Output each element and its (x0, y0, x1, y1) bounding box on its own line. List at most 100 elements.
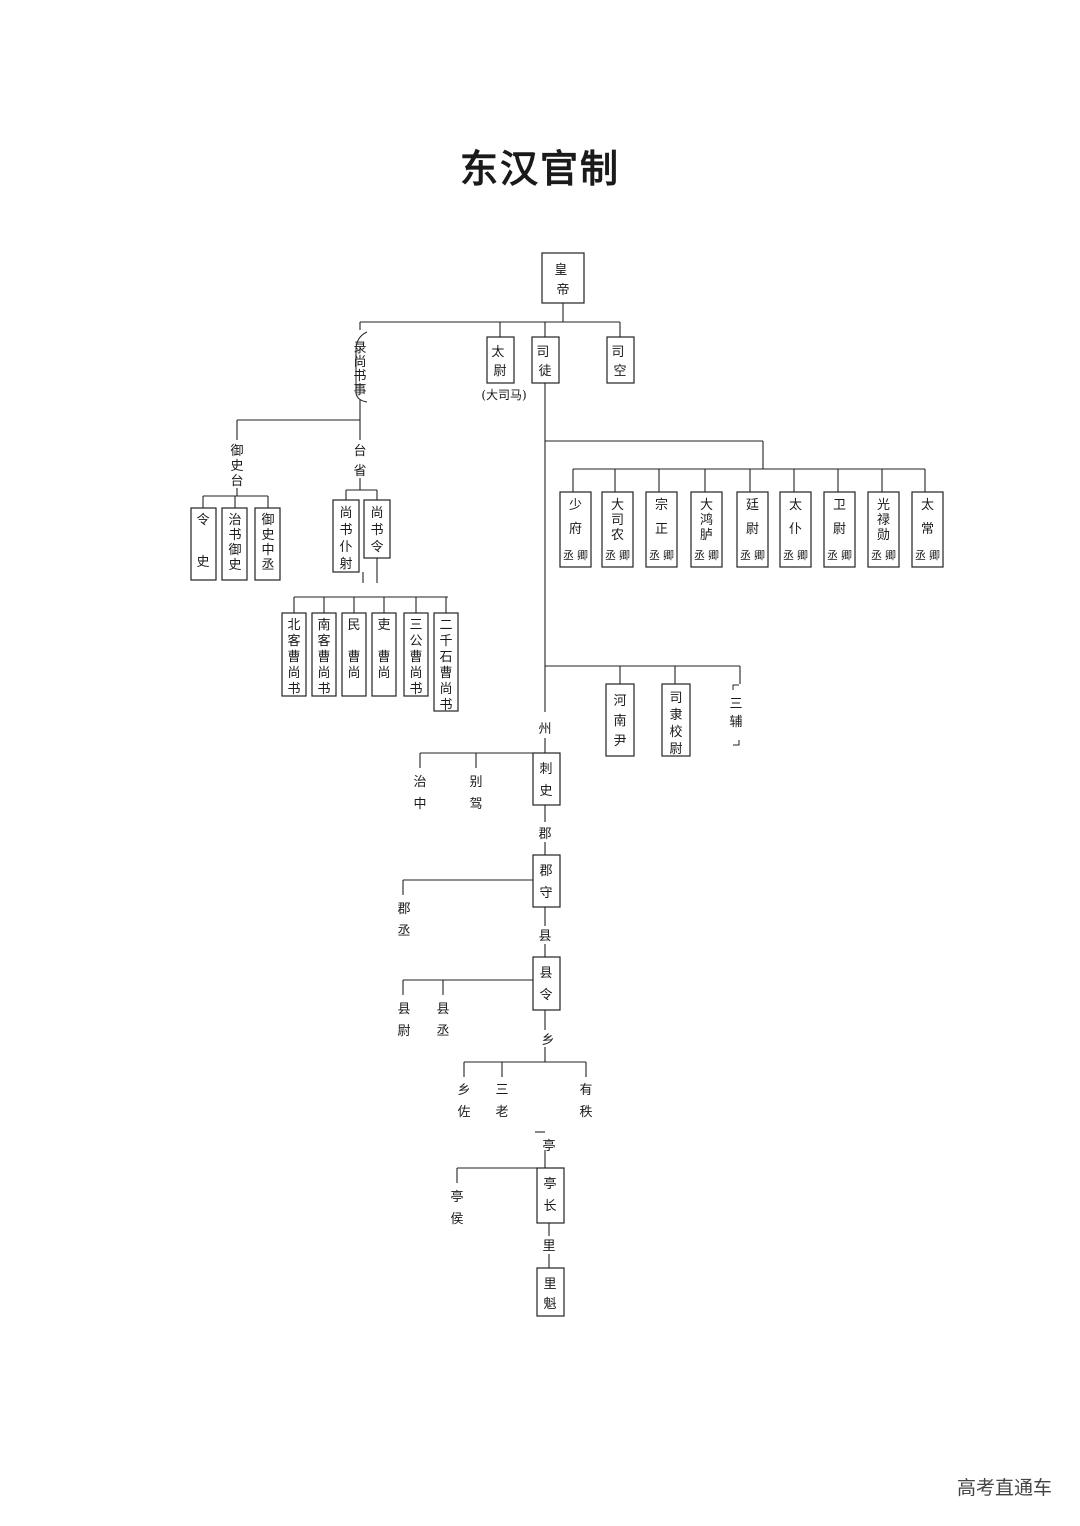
char-erqianshi-1: 二 (439, 618, 452, 633)
jiuqing-item-box (645, 491, 678, 568)
node-li-cao-box (371, 612, 397, 697)
node-sili: 司隶校尉 (661, 683, 691, 757)
node-situ: 司 徒 (531, 336, 560, 384)
char-youzhi-2: 秩 (579, 1105, 592, 1120)
jiuqing-item-label: 大司农丞卿 (605, 498, 630, 562)
node-li-cao: 吏曹尚 (371, 612, 397, 697)
jiuqing-item-8: 光禄勋丞卿 (867, 491, 900, 568)
char-zhishuyushi-4: 史 (228, 558, 241, 573)
jiuqing-char: 正 (655, 522, 668, 537)
jiuqing-item-2: 大司农丞卿 (601, 491, 634, 568)
char-zhizhong-2: 中 (413, 797, 426, 812)
node-sikong-char-1: 司 (611, 345, 624, 360)
jiuqing-char: 丞 (871, 549, 882, 562)
char-lushang-1: 录 (353, 341, 366, 356)
jiuqing-char: 尉 (833, 522, 846, 537)
node-taiwei-box (486, 336, 515, 384)
char-sanfu-1: 三 (729, 697, 742, 712)
watermark: 高考直通车 (956, 1477, 1052, 1499)
jiuqing-item-9: 太常丞卿 (911, 491, 944, 568)
char-sangong-1: 三 (409, 618, 422, 633)
char-sangong-4: 尚 (409, 666, 422, 681)
char-sangong-2: 公 (409, 634, 422, 649)
jiuqing-char: 丞 (605, 549, 616, 562)
node-xian: 县 (538, 929, 551, 944)
jiuqing-item-label: 宗正丞卿 (649, 497, 674, 562)
char-yushitai-3: 台 (230, 474, 243, 489)
node-sangong: 三公曹尚书 (403, 612, 429, 697)
jiuqing-item-label: 少府丞卿 (563, 498, 588, 562)
jiuqing-char: 司 (611, 513, 624, 528)
jiuqing-char: 少 (569, 498, 582, 513)
node-sili-label: 司隶校尉 (669, 691, 682, 757)
char-henanyin-2: 南 (613, 713, 626, 729)
node-zhishuyushi: 治书御史 (221, 507, 248, 581)
jiuqing-group: 少府丞卿大司农丞卿宗正丞卿大鸿胪丞卿廷尉丞卿太仆丞卿卫尉丞卿光禄勋丞卿太常丞卿 (559, 491, 944, 568)
node-taiwei-char-2: 尉 (493, 364, 506, 379)
node-nanke-label: 南客曹尚书 (317, 617, 330, 697)
node-lingshi: 令史 (190, 507, 217, 581)
char-yushizhongcheng-4: 丞 (261, 558, 274, 573)
node-shangshuling-box (363, 499, 391, 559)
jiuqing-char: 丞 (563, 549, 574, 562)
node-zhishuyushi-label: 治书御史 (228, 513, 241, 573)
char-xiancheng-2: 丞 (436, 1024, 449, 1039)
jiuqing-char: 府 (569, 522, 582, 537)
node-li-cao-label: 吏曹尚 (377, 617, 390, 681)
char-yushitai-1: 御 (230, 444, 243, 459)
char-tingzhang-2: 长 (543, 1199, 556, 1214)
node-taiwei-note: (大司马) (481, 388, 526, 402)
char-min-3: 尚 (347, 666, 360, 681)
node-sangong-box (403, 612, 429, 697)
node-tingzhang-box (536, 1167, 565, 1224)
jiuqing-char: 丞 (740, 549, 751, 562)
jiuqing-item-label: 廷尉丞卿 (740, 498, 765, 562)
jiuqing-item-box (867, 491, 900, 568)
char-xianling-2: 令 (539, 988, 552, 1003)
char-erqianshi-4: 曹 (439, 666, 452, 681)
char-nanke-5: 书 (317, 682, 330, 697)
node-taiwei-char-1: 太 (491, 345, 504, 360)
node-situ-char-2: 徒 (538, 364, 551, 379)
node-beike-label: 北客曹尚书 (287, 618, 300, 697)
char-min-2: 曹 (347, 650, 360, 665)
node-xiancheng: 县丞 (436, 1002, 449, 1039)
jiuqing-item-7: 卫尉丞卿 (823, 491, 856, 568)
connector-lines (202, 303, 926, 1268)
char-nanke-2: 客 (317, 633, 330, 649)
char-zhizhong-1: 治 (413, 775, 426, 790)
node-min: 民曹尚 (341, 612, 367, 697)
jiuqing-item-5: 廷尉丞卿 (736, 491, 769, 568)
char-beike-1: 北 (287, 618, 300, 633)
char-cishi-2: 史 (539, 784, 552, 799)
node-shangshupuye: 尚书仆射 (332, 499, 360, 573)
jiuqing-char: 卿 (708, 549, 719, 562)
char-erqianshi-6: 书 (439, 698, 452, 713)
char-sanlao-2: 老 (495, 1105, 508, 1120)
jiuqing-char: 卿 (929, 549, 940, 562)
jiuqing-char: 鸿 (700, 512, 713, 528)
jiuqing-char: 勋 (877, 528, 890, 543)
node-zhishuyushi-box (221, 507, 248, 581)
node-erqianshi: 二千石曹尚书 (433, 612, 459, 713)
jiuqing-item-box (823, 491, 856, 568)
jiuqing-char: 卿 (663, 549, 674, 562)
char-junshou-2: 守 (539, 886, 552, 901)
char-sangong-3: 曹 (409, 650, 422, 665)
jiuqing-item-label: 太仆丞卿 (783, 498, 808, 562)
char-tinghou-2: 侯 (450, 1212, 463, 1227)
node-yushizhongcheng-label: 御史中丞 (261, 513, 274, 573)
char-juncheng-1: 郡 (397, 902, 410, 917)
char-sili-1: 司 (669, 691, 682, 706)
jiuqing-char: 廷 (746, 498, 759, 513)
char-beike-4: 尚 (287, 666, 300, 681)
char-taisheng-1: 台 (353, 444, 366, 459)
char-erqianshi-3: 石 (439, 650, 452, 665)
node-yushitai: 御史台 (230, 444, 243, 489)
char-nanke-3: 曹 (317, 650, 330, 665)
jiuqing-char: 宗 (655, 497, 668, 513)
node-huangdi-char-1: 皇 (554, 263, 567, 278)
char-erqianshi-5: 尚 (439, 682, 452, 697)
bracket-left-lushangshu (355, 331, 368, 403)
